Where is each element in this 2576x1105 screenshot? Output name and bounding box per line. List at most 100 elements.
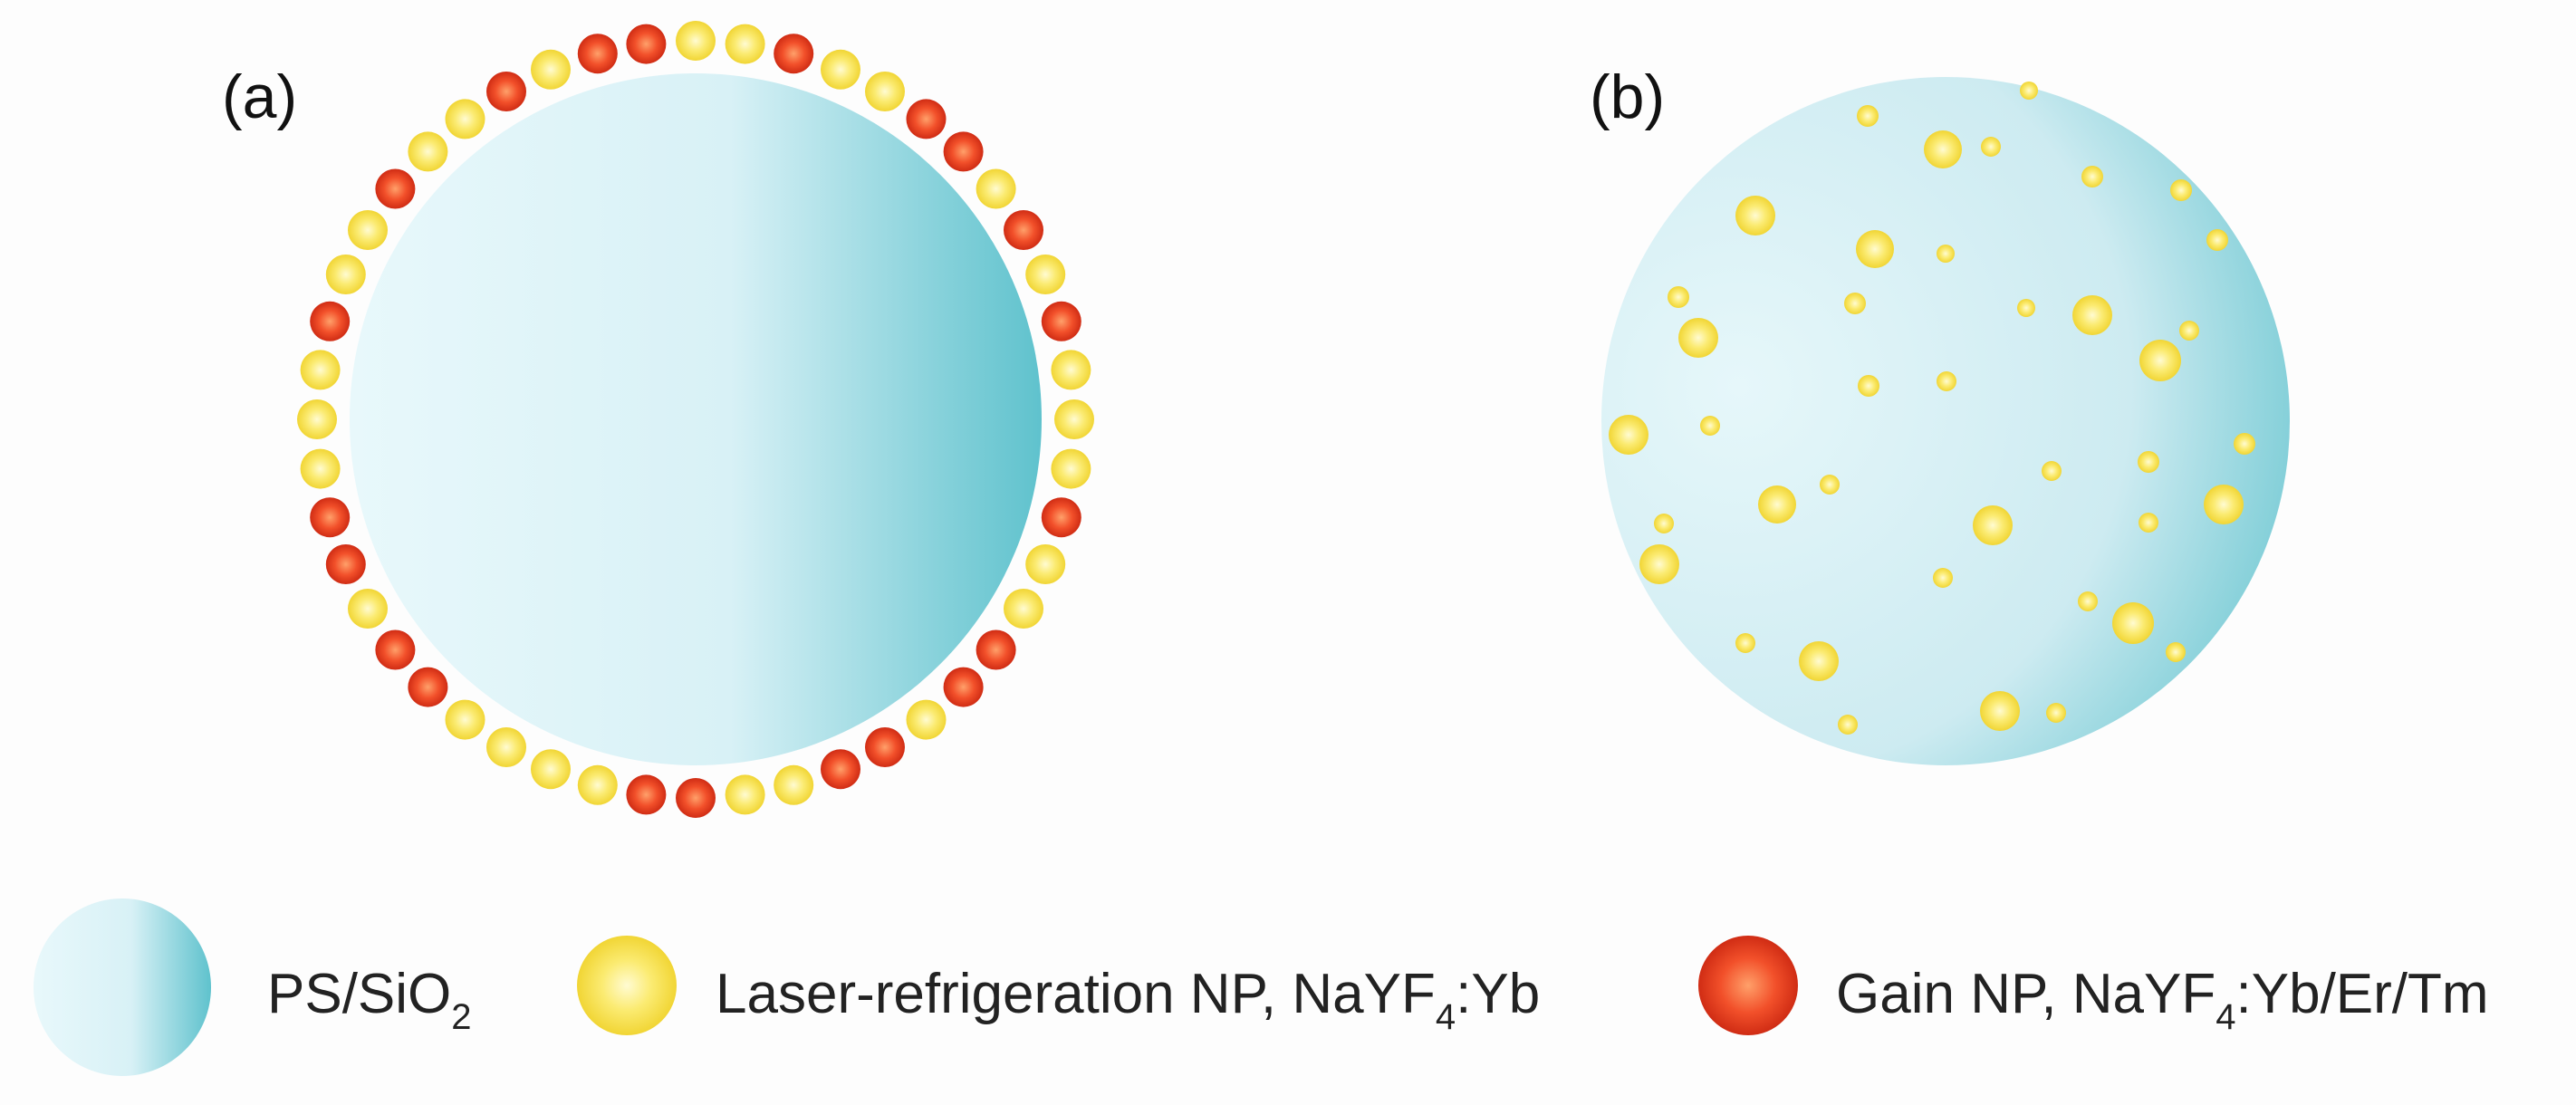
laser-refrigeration-np: [676, 21, 716, 61]
laser-refrigeration-np: [2081, 166, 2103, 187]
laser-refrigeration-np: [2017, 299, 2035, 317]
laser-refrigeration-np: [1054, 399, 1094, 439]
gain-np: [976, 629, 1016, 670]
gain-np: [408, 667, 448, 707]
gain-np: [1041, 301, 1081, 341]
gain-np: [577, 34, 618, 74]
laser-refrigeration-np: [531, 49, 571, 90]
laser-refrigeration-np: [486, 727, 526, 767]
laser-refrigeration-np: [821, 49, 860, 90]
laser-refrigeration-np: [1844, 293, 1866, 314]
laser-refrigeration-np: [1973, 505, 2013, 545]
laser-refrigeration-np: [300, 448, 341, 489]
laser-refrigeration-np: [1004, 589, 1043, 629]
embedded-nanoparticles-b: [1609, 82, 2255, 735]
laser-refrigeration-np: [1678, 318, 1718, 358]
laser-refrigeration-np: [325, 255, 366, 294]
legend-label-host: PS/SiO2: [267, 963, 472, 1037]
laser-refrigeration-np: [1799, 641, 1839, 681]
laser-refrigeration-np: [2139, 340, 2181, 381]
gain-np: [310, 301, 351, 341]
laser-refrigeration-np: [2112, 602, 2154, 644]
laser-refrigeration-np: [1051, 350, 1091, 390]
laser-refrigeration-np: [1937, 371, 1956, 391]
legend-label-gain: Gain NP, NaYF4:Yb/Er/Tm: [1836, 963, 2489, 1037]
laser-refrigeration-np: [1758, 485, 1796, 524]
laser-refrigeration-np: [1025, 255, 1066, 294]
legend-item-laser: Laser-refrigeration NP, NaYF4:Yb: [577, 936, 1540, 1037]
panel-b: (b): [1590, 62, 2290, 765]
laser-refrigeration-np: [725, 774, 765, 815]
laser-refrigeration-np: [2179, 321, 2199, 341]
laser-refrigeration-np: [1668, 286, 1689, 308]
laser-refrigeration-np: [865, 72, 905, 111]
gain-np: [486, 72, 526, 111]
laser-refrigeration-np: [348, 210, 388, 250]
laser-refrigeration-np: [1838, 715, 1858, 735]
laser-refrigeration-np: [1735, 633, 1755, 653]
laser-refrigeration-np: [2072, 295, 2112, 335]
gain-np: [310, 497, 351, 538]
panel-a: (a): [222, 21, 1094, 818]
gain-np: [943, 667, 984, 707]
gain-np-icon: [1698, 936, 1798, 1035]
laser-refrigeration-np: [2139, 513, 2158, 533]
laser-refrigeration-np: [1025, 544, 1066, 584]
laser-refrigeration-np: [445, 699, 485, 740]
laser-refrigeration-np: [2042, 461, 2062, 481]
laser-refrigeration-np: [1735, 196, 1775, 235]
laser-refrigeration-np: [1856, 230, 1894, 268]
laser-refrigeration-np: [2166, 642, 2186, 662]
gain-np: [375, 168, 416, 209]
laser-refrigeration-np: [725, 24, 765, 64]
laser-refrigeration-np: [1820, 475, 1840, 495]
gain-np: [865, 727, 905, 767]
laser-refrigeration-np: [2206, 229, 2228, 251]
gain-np: [821, 749, 860, 790]
legend-label-laser: Laser-refrigeration NP, NaYF4:Yb: [716, 963, 1540, 1037]
laser-refrigeration-np: [408, 131, 448, 172]
laser-refrigeration-np-icon: [577, 936, 677, 1035]
legend-item-host: PS/SiO2: [34, 898, 472, 1076]
laser-refrigeration-np: [1924, 130, 1962, 168]
laser-refrigeration-np: [348, 589, 388, 629]
laser-refrigeration-np: [2170, 179, 2192, 201]
laser-refrigeration-np: [2234, 433, 2255, 455]
laser-refrigeration-np: [531, 749, 571, 790]
gain-np: [325, 544, 366, 584]
legend-item-gain: Gain NP, NaYF4:Yb/Er/Tm: [1698, 936, 2489, 1037]
laser-refrigeration-np: [1858, 375, 1879, 397]
laser-refrigeration-np: [2204, 485, 2244, 524]
laser-refrigeration-np: [2046, 703, 2066, 723]
host-sphere-a: [350, 73, 1042, 765]
nanoparticle-shell-a: [297, 21, 1094, 818]
laser-refrigeration-np: [577, 764, 618, 805]
laser-refrigeration-np: [1609, 415, 1648, 455]
laser-refrigeration-np: [1857, 105, 1879, 127]
panel-a-label: (a): [222, 62, 297, 131]
gain-np: [1041, 497, 1081, 538]
laser-refrigeration-np: [1981, 137, 2001, 157]
laser-refrigeration-np: [1980, 691, 2020, 731]
gain-np: [774, 34, 814, 74]
laser-refrigeration-np: [1639, 544, 1679, 584]
gain-np: [943, 131, 984, 172]
laser-refrigeration-np: [1654, 514, 1674, 533]
laser-refrigeration-np: [445, 99, 485, 139]
laser-refrigeration-np: [2138, 451, 2159, 473]
laser-refrigeration-np: [1051, 448, 1091, 489]
gain-np: [375, 629, 416, 670]
gain-np: [1004, 210, 1043, 250]
host-sphere-icon: [34, 898, 211, 1076]
gain-np: [626, 774, 667, 815]
laser-refrigeration-np: [774, 764, 814, 805]
gain-np: [626, 24, 667, 64]
laser-refrigeration-np: [1933, 568, 1953, 588]
laser-refrigeration-np: [300, 350, 341, 390]
host-sphere-b: [1601, 77, 2290, 765]
panel-b-label: (b): [1590, 62, 1665, 131]
gain-np: [676, 778, 716, 818]
laser-refrigeration-np: [2020, 82, 2038, 100]
laser-refrigeration-np: [297, 399, 337, 439]
